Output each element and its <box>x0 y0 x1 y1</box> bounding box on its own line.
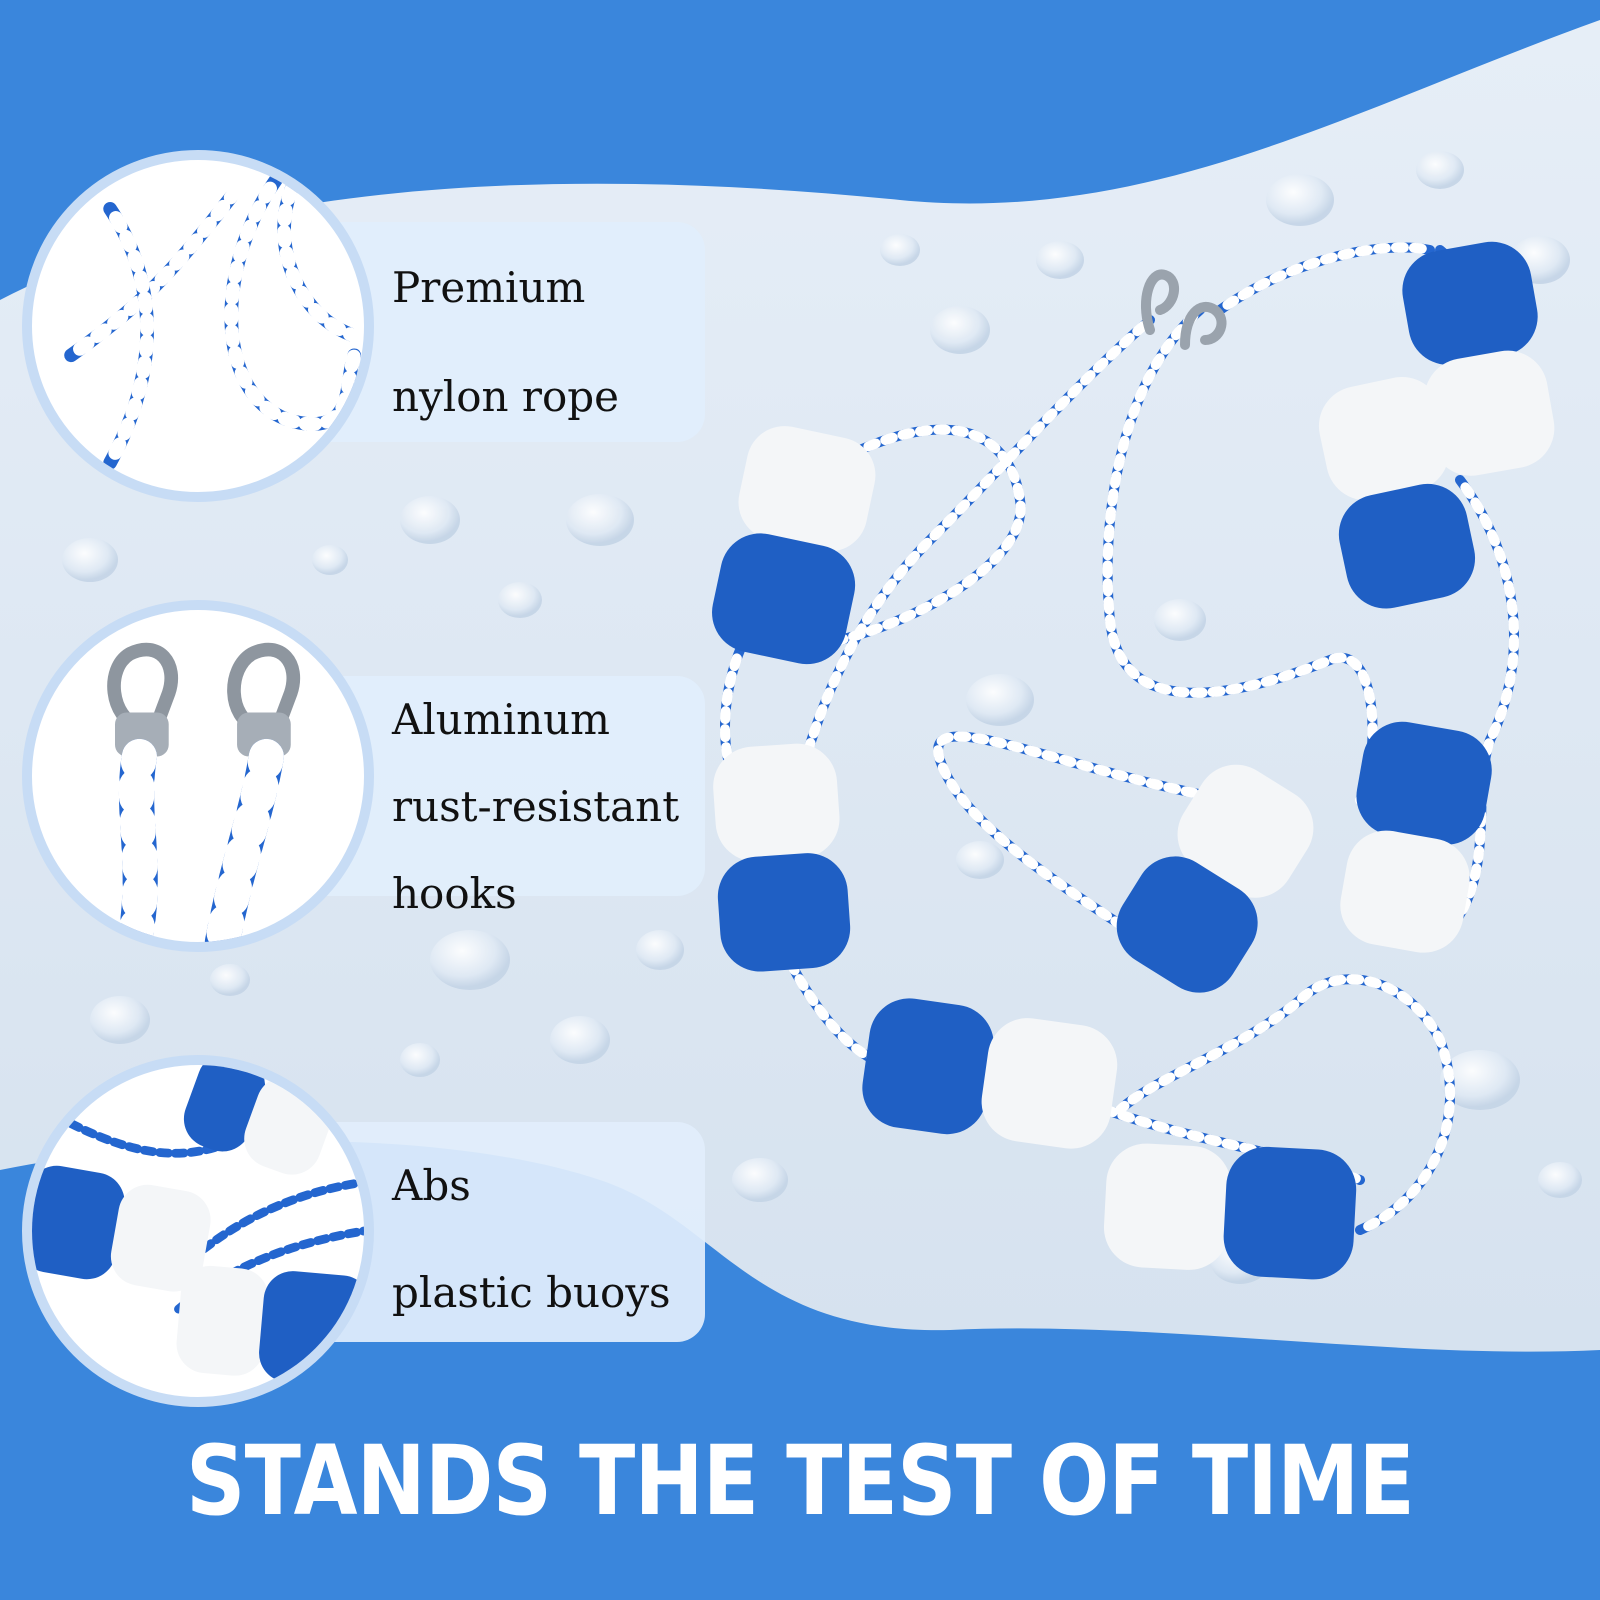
feature-text-line: Premium <box>392 263 586 312</box>
feature-text-line: Aluminum <box>392 695 610 744</box>
headline: STANDS THE TEST OF TIME <box>185 1425 1415 1537</box>
feature-text-line: plastic buoys <box>392 1268 671 1317</box>
rope-closeup-icon <box>22 150 374 502</box>
buoy-closeup-icon <box>22 1055 374 1407</box>
feature-text-line: Abs <box>392 1161 471 1210</box>
feature-text-line: nylon rope <box>392 372 620 421</box>
feature-text-line: rust-resistant <box>392 782 680 831</box>
hook-closeup-icon <box>22 600 374 952</box>
feature-text-line: hooks <box>392 869 517 918</box>
